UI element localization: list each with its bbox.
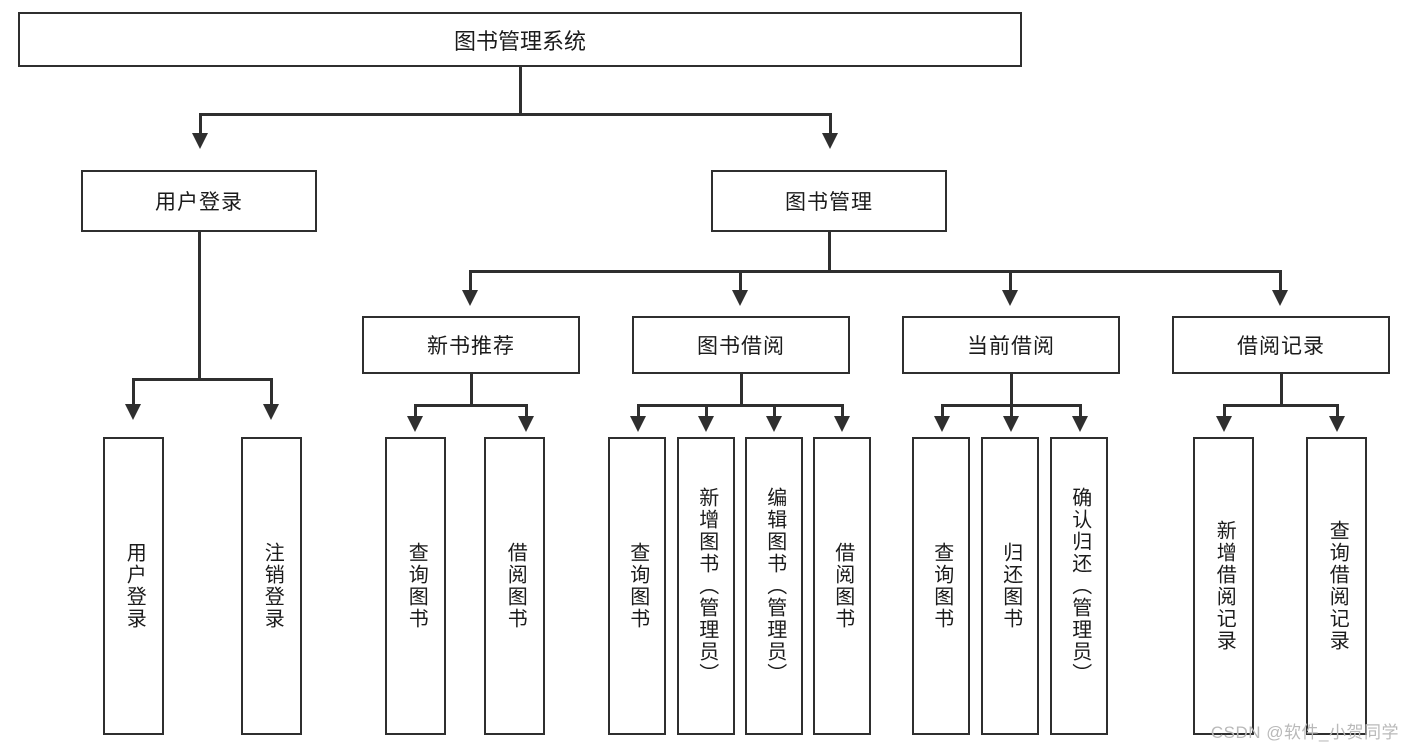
node-label: 图书管理	[785, 191, 873, 214]
node-label: 用户登录	[155, 191, 243, 214]
connector-userlogin-drop-2	[270, 378, 273, 406]
leaf-label: 用户登录	[123, 542, 146, 630]
leaf-label: 确认归还（管理员）	[1068, 487, 1091, 685]
connector-bookborrow-drop-4	[841, 404, 844, 418]
leaf-label: 新增借阅记录	[1213, 520, 1236, 652]
leaf-logout[interactable]: 注销登录	[241, 437, 302, 735]
leaf-return-book[interactable]: 归还图书	[981, 437, 1039, 735]
node-label: 当前借阅	[967, 335, 1055, 358]
arrow-to-current-borrow	[1002, 290, 1018, 306]
arrow-borrowrecords-leaf-1	[1216, 416, 1232, 432]
connector-bookmgmt-drop-1	[469, 270, 472, 292]
connector-newbook-stem	[470, 374, 473, 406]
node-new-book-recommend[interactable]: 新书推荐	[362, 316, 580, 374]
connector-root-drop-right	[829, 113, 832, 135]
leaf-label: 查询图书	[405, 542, 428, 630]
connector-bookmgmt-drop-2	[739, 270, 742, 292]
arrow-newbook-leaf-2	[518, 416, 534, 432]
leaf-label: 借阅图书	[504, 542, 527, 630]
leaf-label: 查询图书	[930, 542, 953, 630]
connector-bookmgmt-stem	[828, 232, 831, 272]
connector-borrowrecords-drop-1	[1223, 404, 1226, 418]
arrow-to-book-borrow	[732, 290, 748, 306]
arrow-to-borrow-records	[1272, 290, 1288, 306]
node-current-borrow[interactable]: 当前借阅	[902, 316, 1120, 374]
connector-newbook-drop-1	[414, 404, 417, 418]
node-book-borrow[interactable]: 图书借阅	[632, 316, 850, 374]
node-label: 借阅记录	[1237, 335, 1325, 358]
leaf-label: 注销登录	[261, 542, 284, 630]
connector-userlogin-drop-1	[132, 378, 135, 406]
connector-userlogin-stem	[198, 232, 201, 380]
connector-newbook-drop-2	[525, 404, 528, 418]
connector-bookborrow-drop-1	[637, 404, 640, 418]
connector-borrowrecords-drop-2	[1336, 404, 1339, 418]
leaf-user-login[interactable]: 用户登录	[103, 437, 164, 735]
arrow-bookborrow-leaf-4	[834, 416, 850, 432]
leaf-edit-book-admin[interactable]: 编辑图书（管理员）	[745, 437, 803, 735]
connector-root-drop-left	[199, 113, 202, 135]
arrow-bookborrow-leaf-1	[630, 416, 646, 432]
connector-root-bus	[199, 113, 831, 116]
connector-userlogin-bus	[132, 378, 273, 381]
connector-currentborrow-drop-3	[1079, 404, 1082, 418]
node-label: 图书借阅	[697, 335, 785, 358]
arrow-bookborrow-leaf-2	[698, 416, 714, 432]
arrow-to-book-management	[822, 133, 838, 149]
arrow-newbook-leaf-1	[407, 416, 423, 432]
connector-bookborrow-stem	[740, 374, 743, 406]
connector-currentborrow-drop-1	[941, 404, 944, 418]
leaf-add-borrow-record[interactable]: 新增借阅记录	[1193, 437, 1254, 735]
node-label: 图书管理系统	[453, 28, 586, 54]
node-book-management[interactable]: 图书管理	[711, 170, 947, 232]
arrow-currentborrow-leaf-2	[1003, 416, 1019, 432]
watermark: CSDN @软件_小贺同学	[1210, 723, 1399, 742]
connector-currentborrow-drop-2	[1010, 404, 1013, 418]
leaf-confirm-return-admin[interactable]: 确认归还（管理员）	[1050, 437, 1108, 735]
connector-bookborrow-bus	[637, 404, 844, 407]
leaf-borrow-book-recommend[interactable]: 借阅图书	[484, 437, 545, 735]
leaf-query-borrow-record[interactable]: 查询借阅记录	[1306, 437, 1367, 735]
connector-bookmgmt-drop-3	[1009, 270, 1012, 292]
connector-newbook-bus	[414, 404, 528, 407]
arrow-to-user-login	[192, 133, 208, 149]
node-borrow-records[interactable]: 借阅记录	[1172, 316, 1390, 374]
connector-root-stem	[519, 67, 522, 114]
leaf-label: 查询图书	[626, 542, 649, 630]
leaf-add-book-admin[interactable]: 新增图书（管理员）	[677, 437, 735, 735]
connector-currentborrow-stem	[1010, 374, 1013, 406]
connector-bookborrow-drop-3	[773, 404, 776, 418]
arrow-bookborrow-leaf-3	[766, 416, 782, 432]
arrow-to-new-book-recommend	[462, 290, 478, 306]
leaf-label: 归还图书	[999, 542, 1022, 630]
node-user-login[interactable]: 用户登录	[81, 170, 317, 232]
arrow-currentborrow-leaf-1	[934, 416, 950, 432]
node-root-system[interactable]: 图书管理系统	[18, 12, 1022, 67]
leaf-borrow-book[interactable]: 借阅图书	[813, 437, 871, 735]
connector-borrowrecords-bus	[1223, 404, 1339, 407]
connector-bookborrow-drop-2	[705, 404, 708, 418]
connector-bookmgmt-drop-4	[1279, 270, 1282, 292]
connector-borrowrecords-stem	[1280, 374, 1283, 406]
leaf-query-book-recommend[interactable]: 查询图书	[385, 437, 446, 735]
leaf-label: 查询借阅记录	[1326, 520, 1349, 652]
arrow-currentborrow-leaf-3	[1072, 416, 1088, 432]
connector-bookmgmt-bus	[469, 270, 1282, 273]
arrow-to-logout-leaf	[263, 404, 279, 420]
leaf-label: 编辑图书（管理员）	[763, 487, 786, 685]
leaf-label: 新增图书（管理员）	[695, 487, 718, 685]
arrow-borrowrecords-leaf-2	[1329, 416, 1345, 432]
node-label: 新书推荐	[427, 335, 515, 358]
leaf-label: 借阅图书	[831, 542, 854, 630]
arrow-to-user-login-leaf	[125, 404, 141, 420]
leaf-query-book-current[interactable]: 查询图书	[912, 437, 970, 735]
leaf-query-book-borrow[interactable]: 查询图书	[608, 437, 666, 735]
